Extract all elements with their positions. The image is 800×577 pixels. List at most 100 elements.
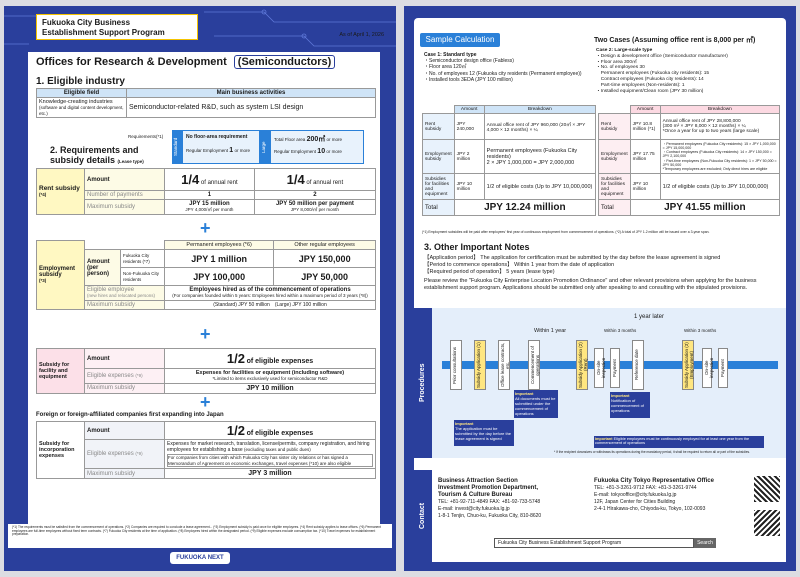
- contact-b-title: Fukuoka City Tokyo Representative Office: [594, 478, 714, 484]
- case2-item: Part-time employees (Non-residents): 1: [596, 82, 685, 88]
- rent-max-std: JPY 15 million: [189, 201, 230, 207]
- rent-max-label: Maximum subsidy: [84, 199, 165, 215]
- field-sub: (software and digital content developmen…: [39, 105, 124, 116]
- lg-req-total: Total: [274, 137, 284, 142]
- contact-b-email[interactable]: E-mail: tokyooffice@city.fukuoka.lg.jp: [594, 492, 677, 498]
- large-tag: Large: [261, 131, 271, 163]
- inc-exp-note-2: (excluding taxes and public dues): [244, 447, 311, 452]
- important-4-text: Eligible employees must be continuously …: [595, 437, 750, 445]
- rent-amt-lg: 1/4: [286, 172, 305, 187]
- rent-amt-lg-cell: 1/4 of annual rent: [253, 168, 377, 191]
- standard-req-box: Standard No floor-area requirement Regul…: [172, 130, 260, 164]
- fac-max: JPY 10 million: [164, 382, 376, 394]
- contact-b-addr1: 12F, Japan Center for Cities Building: [594, 499, 676, 505]
- rent-amt-std-unit: of annual rent: [200, 180, 238, 186]
- c1-total: JPY 12.24 million: [453, 199, 597, 216]
- rent-label: Rent subsidy: [39, 185, 80, 192]
- c2-rent-bd1: Annual office rent of JPY 28,800,000: [662, 119, 741, 124]
- inc-amt: 1/2: [226, 423, 245, 438]
- inc-exp-cell: Expenses for market research, translatio…: [164, 439, 376, 469]
- eligible-emp-val: Employees hired as of the commencement o…: [189, 287, 351, 293]
- c2-emp-label: Employment subsidy: [598, 139, 631, 174]
- c2-emp-bd-item: ・Permanent employees (Fukuoka City resid…: [662, 141, 776, 150]
- lg-req-emp-unit: or more: [326, 149, 342, 154]
- inc-amount-label: Amount: [84, 421, 165, 440]
- procedures-note: * If the recipient downsizes or withdraw…: [554, 450, 750, 454]
- fukuoka-next-logo: FUKUOKA NEXT: [170, 552, 230, 564]
- circuit-header: Fukuoka City Business Establishment Supp…: [4, 6, 396, 52]
- c2-rent-bd3: *Once a year for up to two years (large …: [662, 129, 760, 134]
- c1-emp-bd1: Permanent employees (Fukuoka City reside…: [486, 147, 578, 160]
- banner-line-1: Fukuoka City Business: [42, 18, 131, 27]
- incorporation-subsidy-table: Subsidy for incorporation expenses Amoun…: [36, 421, 376, 479]
- procedures-panel: Procedures 1 year later Within 1 year Wi…: [414, 308, 786, 458]
- program-banner: Fukuoka City Business Establishment Supp…: [36, 14, 198, 40]
- lg-req-employment: Regular Employment 10 or more: [274, 148, 364, 155]
- section-2-line-2: subsidy details: [50, 155, 116, 165]
- note-item: 【Application period】 The application for…: [424, 255, 721, 261]
- emp-max-std: (Standard) JPY 50 million: [213, 301, 270, 308]
- case2-item: ・Design & development office (Semiconduc…: [596, 53, 728, 59]
- within-1-year: Within 1 year: [534, 328, 567, 334]
- case1-item: ・Floor area 120㎡: [424, 64, 467, 71]
- inc-label: Subsidy for incorporation expenses: [36, 421, 85, 479]
- footnotes: (*1) The requirements must be satisfied …: [8, 524, 392, 548]
- employment-subsidy-table: Employment subsidy(*3) Permanent employe…: [36, 240, 376, 310]
- search-button[interactable]: Search: [694, 538, 716, 548]
- qr-code-icon: [754, 510, 780, 536]
- fac-amt-unit: of eligible expenses: [246, 358, 314, 365]
- case1-title: Case 1: Standard type: [424, 52, 477, 58]
- lease-type: (Lease type): [117, 159, 144, 164]
- important-4: Important Eligible employees must be con…: [594, 436, 764, 448]
- procedures-label: Procedures: [414, 308, 432, 458]
- standard-tag: Standard: [173, 131, 183, 163]
- rent-note: (*4): [39, 192, 47, 197]
- eligible-emp-val-cell: Employees hired as of the commencement o…: [164, 285, 376, 301]
- pay-lg: 2: [253, 190, 377, 200]
- emp-max-lg: (Large) JPY 100 million: [274, 301, 327, 308]
- step-reference: Reference date: [632, 340, 644, 390]
- contact-a-dept2: Tourism & Culture Bureau: [438, 492, 513, 498]
- emp-max-cell: (Standard) JPY 50 million (Large) JPY 10…: [164, 299, 376, 310]
- important-4-label: Important: [595, 437, 613, 441]
- c2-rent: JPY 10.8 million (*1): [629, 113, 661, 140]
- calc-title: Sample Calculation: [420, 33, 500, 47]
- step-app-1: Subsidy Application (1): [474, 340, 486, 390]
- c1-fac: JPY 10 million: [453, 173, 485, 200]
- rent-max-lg: JPY 50 million per payment: [275, 201, 354, 207]
- rent-max-std-sub: JPY 4,000/㎡ per month: [185, 207, 234, 212]
- contact-a: Business Attraction Section Investment P…: [438, 478, 588, 520]
- eligible-emp-cell: Eligible employee(new hires and relocate…: [84, 285, 165, 301]
- fac-amt: 1/2: [226, 351, 245, 366]
- step-prior-consult: Prior consultations: [450, 340, 462, 390]
- contact-a-tel: TEL: +81-92-711-4849: [438, 499, 489, 505]
- fac-max-label: Maximum subsidy: [84, 382, 165, 394]
- as-of-date: As of April 1, 2026: [339, 32, 384, 38]
- fac-label: Subsidy for facility and equipment: [36, 348, 85, 394]
- c1-breakdown-hdr: Breakdown: [483, 105, 597, 114]
- c2-emp: JPY 17.75 million: [629, 139, 661, 174]
- inc-exp-note: (*9): [135, 451, 143, 456]
- emp-max-label: Maximum subsidy: [84, 299, 165, 310]
- page-2: Sample Calculation Two Cases (Assuming o…: [404, 6, 796, 571]
- eligible-industry-table: Eligible field Main business activities …: [36, 88, 376, 118]
- page-title: Offices for Research & Development (Semi…: [36, 55, 336, 69]
- qr-code-icon: [754, 476, 780, 502]
- step-payment: Payment: [718, 348, 728, 388]
- fac-exp-note: (*9): [135, 372, 143, 378]
- rent-amt-std-cell: 1/4 of annual rent: [164, 168, 255, 191]
- step-inspection: On-site inspection: [702, 348, 714, 388]
- important-2-label: Important: [611, 393, 630, 398]
- lg-req-emp-val: 10: [317, 148, 326, 155]
- search-field[interactable]: Fukuoka City Business Establishment Supp…: [494, 538, 694, 548]
- inc-max-label: Maximum subsidy: [84, 468, 165, 479]
- lg-req-emp-label: Regular Employment: [274, 149, 317, 154]
- rent-amt-std: 1/4: [181, 172, 200, 187]
- contact-a-email[interactable]: E-mail: invest@city.fukuoka.lg.jp: [438, 506, 510, 512]
- c1-emp-bd: Permanent employees (Fukuoka City reside…: [483, 139, 597, 174]
- c1-emp-bd2: 2 × JPY 1,000,000 = JPY 2,000,000: [486, 159, 575, 166]
